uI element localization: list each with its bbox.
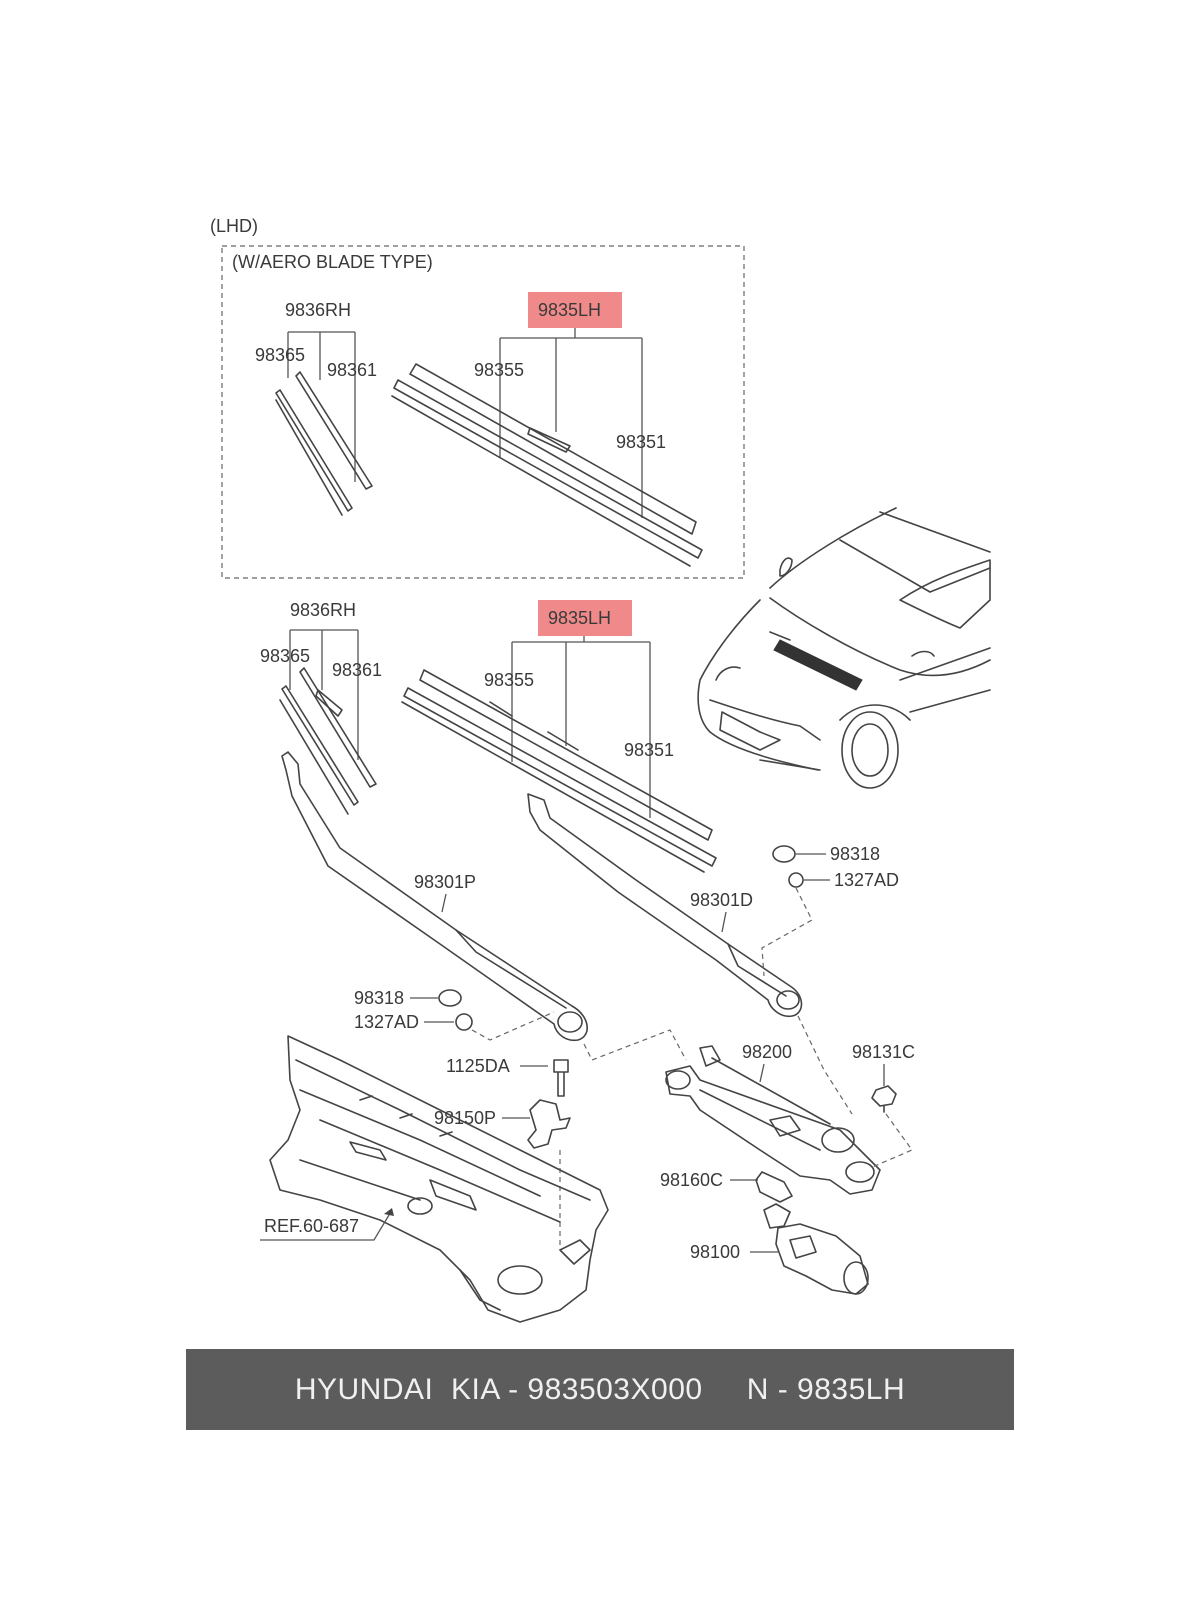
top-98361-label: 98361	[327, 360, 377, 380]
top-9835lh-highlight	[528, 292, 622, 328]
plate-98160c-label: 98160C	[660, 1170, 723, 1190]
mid-rh-blade	[299, 667, 377, 788]
right-1327ad-nut	[788, 872, 804, 888]
part-number-banner: HYUNDAI KIA - 983503X000 N - 9835LH	[186, 1349, 1014, 1430]
arm-98301p-label: 98301P	[414, 872, 476, 892]
lhd-label: (LHD)	[210, 216, 258, 236]
bolt-1125da-label: 1125DA	[446, 1056, 510, 1076]
top-9835lh-label: 9835LH	[538, 300, 601, 320]
right-98318-washer	[772, 845, 796, 863]
aero-blade-frame	[221, 245, 745, 579]
bolt-1125da	[553, 1059, 569, 1097]
right-1327ad-label: 1327AD	[834, 870, 899, 890]
plate-98160c	[755, 1171, 793, 1203]
cowl-panel	[269, 1035, 609, 1323]
top-98355-label: 98355	[474, 360, 524, 380]
mid-98355-label: 98355	[484, 670, 534, 690]
top-98351-label: 98351	[616, 432, 666, 452]
mid-9835lh-label: 9835LH	[548, 608, 611, 628]
car-illustration	[697, 507, 991, 789]
arm-driver	[527, 793, 803, 1018]
top-rh-bracket	[287, 331, 356, 482]
top-lh-bracket	[499, 328, 643, 518]
top-98365-label: 98365	[255, 345, 305, 365]
mid-9835lh-highlight	[538, 600, 632, 636]
linkage-98200	[665, 1045, 881, 1195]
mid-rh-rubber	[281, 685, 359, 806]
mid-98351-label: 98351	[624, 740, 674, 760]
right-98318-label: 98318	[830, 844, 880, 864]
left-98318-label: 98318	[354, 988, 404, 1008]
part-number-text: HYUNDAI KIA - 983503X000 N - 9835LH	[294, 1373, 906, 1406]
left-98318-washer	[438, 989, 462, 1007]
mid-98361-label: 98361	[332, 660, 382, 680]
mid-lh-blade	[419, 669, 713, 841]
nut-98131c	[871, 1085, 897, 1113]
motor-98100-label: 98100	[690, 1242, 740, 1262]
aero-blade-label: (W/AERO BLADE TYPE)	[232, 252, 433, 272]
top-rh-rubber	[275, 389, 353, 512]
ref-60-687-label: REF.60-687	[264, 1216, 359, 1236]
linkage-98200-label: 98200	[742, 1042, 792, 1062]
top-lh-blade	[409, 363, 697, 535]
left-1327ad-label: 1327AD	[354, 1012, 419, 1032]
arm-passenger	[281, 751, 588, 1042]
bracket-98150p	[527, 1099, 571, 1149]
mid-lh-bracket	[511, 636, 651, 818]
nut-98131c-label: 98131C	[852, 1042, 915, 1062]
left-1327ad-nut	[455, 1013, 473, 1031]
motor-98100	[763, 1203, 869, 1295]
top-rh-blade	[295, 371, 373, 490]
arm-98301d-label: 98301D	[690, 890, 753, 910]
mid-9836rh-label: 9836RH	[290, 600, 356, 620]
mid-lh-rubber	[403, 687, 717, 867]
mid-98365-label: 98365	[260, 646, 310, 666]
top-lh-rubber	[393, 379, 703, 559]
top-9836rh-label: 9836RH	[285, 300, 351, 320]
bracket-98150p-label: 98150P	[434, 1108, 496, 1128]
mid-rh-bracket	[289, 629, 359, 760]
